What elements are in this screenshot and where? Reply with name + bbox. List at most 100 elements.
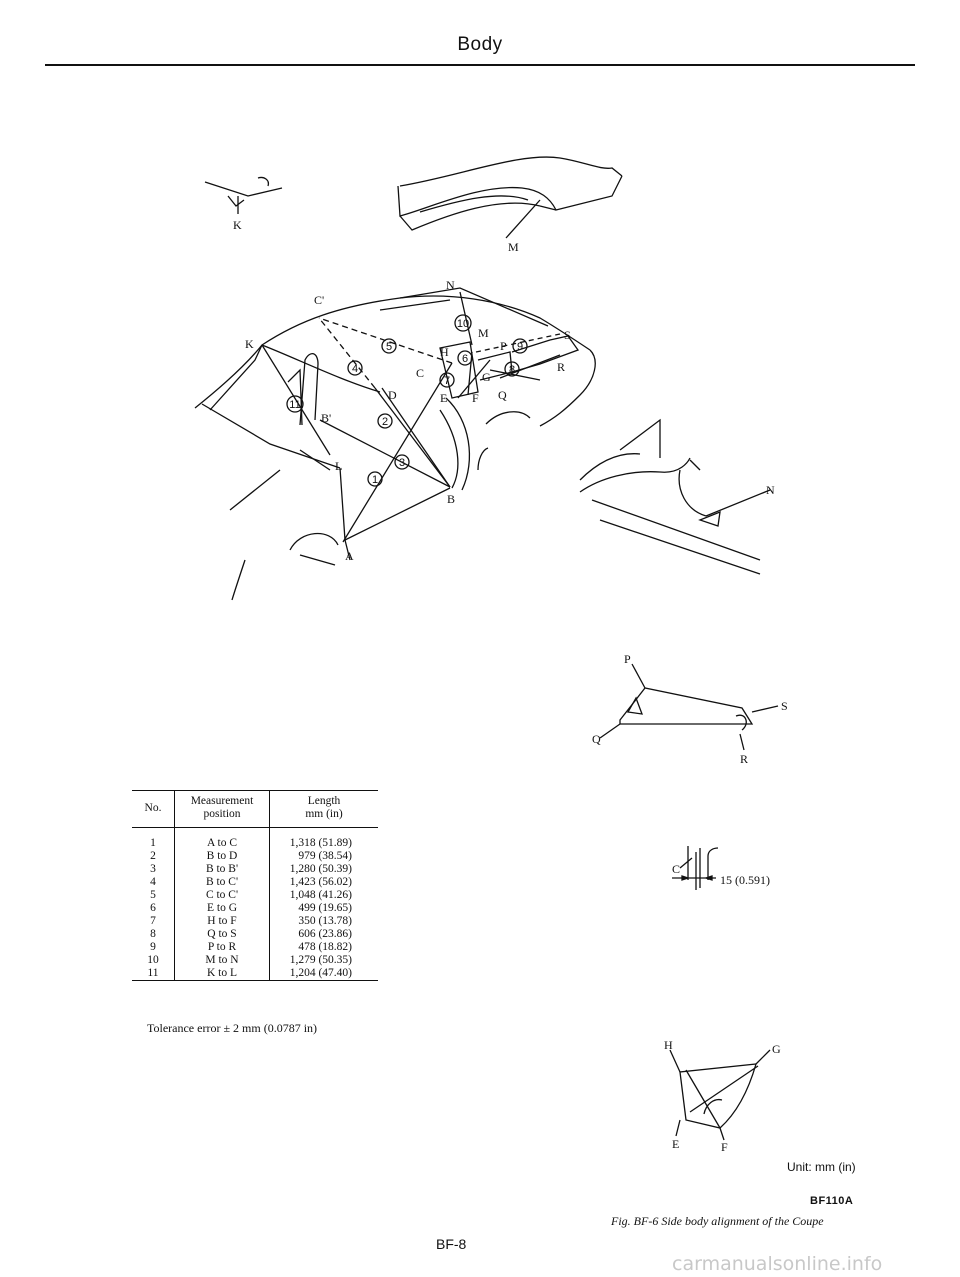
label-c-prime: C': [314, 293, 324, 307]
figure-code: BF110A: [810, 1195, 854, 1207]
circled-number-3: 3: [394, 454, 410, 470]
cell-position: E to G: [174, 902, 270, 915]
svg-text:11: 11: [289, 399, 300, 411]
label-k-detail: K: [233, 218, 242, 232]
cell-length: 1,423 (56.02): [289, 876, 352, 888]
cell-length: 979 (38.54): [298, 850, 352, 862]
label-c-detail: C: [672, 862, 680, 876]
circled-number-8: 8: [504, 361, 520, 377]
cell-no: 1: [150, 837, 156, 849]
header-length: Length mm (in): [269, 790, 378, 828]
header-no: No.: [132, 790, 175, 828]
label-a: A: [345, 549, 354, 563]
circled-number-2: 2: [377, 413, 393, 429]
circled-number-6: 6: [457, 350, 473, 366]
detail-pqrs: P Q S R: [592, 652, 788, 766]
header-position-line1: Measurement: [190, 795, 254, 807]
svg-text:7: 7: [444, 375, 450, 387]
label-s: S: [564, 328, 571, 342]
table-row: 7 H to F 350 (13.78): [132, 915, 378, 928]
detail-c-offset: C 15 (0.591): [672, 846, 770, 890]
cell-position: P to R: [174, 941, 270, 954]
cell-position: A to C: [174, 827, 270, 850]
svg-text:3: 3: [399, 457, 405, 469]
svg-text:2: 2: [382, 416, 388, 428]
label-n: N: [446, 278, 455, 292]
cell-no: 2: [150, 850, 156, 862]
figure-caption: Fig. BF-6 Side body alignment of the Cou…: [611, 1214, 824, 1228]
label-n-detail: N: [766, 483, 775, 497]
cell-position: H to F: [174, 915, 270, 928]
measurement-lines: [261, 291, 561, 543]
table-row: 2 B to D 979 (38.54): [132, 850, 378, 863]
cell-length: 1,280 (50.39): [289, 863, 352, 875]
car-body-outline: [194, 287, 596, 601]
cell-no: 7: [150, 915, 156, 927]
label-m: M: [478, 326, 489, 340]
label-l: L: [335, 459, 342, 473]
label-h-detail: H: [664, 1038, 673, 1052]
cell-no: 11: [132, 967, 175, 981]
cell-length: 606 (23.86): [298, 928, 352, 940]
table-row: 4 B to C' 1,423 (56.02): [132, 876, 378, 889]
label-p: P: [500, 339, 507, 353]
svg-text:5: 5: [386, 341, 392, 353]
table-header-row: No. Measurement position Length mm (in): [132, 790, 378, 828]
cell-position: B to C': [174, 876, 270, 889]
cell-no: 9: [150, 941, 156, 953]
circled-number-4: 4: [347, 360, 363, 376]
point-labels: N C' K M H P S R G Q F E D C B' L B A: [245, 278, 571, 563]
circled-number-1: 1: [367, 471, 383, 487]
cell-position: B to D: [174, 850, 270, 863]
label-d: D: [388, 388, 397, 402]
circled-number-10: 10: [454, 314, 472, 332]
watermark: carmanualsonline.info: [672, 1253, 883, 1275]
svg-text:4: 4: [352, 363, 358, 375]
svg-text:8: 8: [509, 364, 515, 376]
label-b: B: [447, 492, 455, 506]
cell-length: 1,279 (50.35): [289, 954, 352, 966]
circled-number-11: 11: [286, 395, 304, 413]
detail-n: N: [579, 418, 775, 575]
label-q-detail: Q: [592, 732, 601, 746]
offset-dimension: 15 (0.591): [720, 873, 770, 887]
label-f: F: [472, 391, 479, 405]
page-header-title: Body: [457, 34, 503, 55]
circled-number-9: 9: [512, 338, 528, 354]
tolerance-note: Tolerance error ± 2 mm (0.0787 in): [147, 1021, 318, 1035]
label-k: K: [245, 337, 254, 351]
header-length-line2: mm (in): [305, 808, 343, 820]
svg-text:1: 1: [372, 474, 378, 486]
header-position-line2: position: [203, 808, 241, 820]
cell-no: 8: [150, 928, 156, 940]
svg-text:10: 10: [457, 318, 469, 330]
label-r: R: [557, 360, 565, 374]
detail-hgef: H G E F: [664, 1038, 781, 1154]
label-m-detail: M: [508, 240, 519, 254]
detail-m: M: [397, 156, 623, 254]
label-h: H: [440, 345, 449, 359]
cell-position: B to B': [174, 863, 270, 876]
circled-numbers: 1 2 3 4 5 6 7 8 9 10 11: [286, 314, 528, 487]
cell-no: 5: [150, 889, 156, 901]
cell-length: 1,204 (47.40): [269, 967, 378, 981]
unit-note: Unit: mm (in): [787, 1160, 856, 1174]
header-position: Measurement position: [174, 790, 270, 828]
label-s-detail: S: [781, 699, 788, 713]
detail-k: K: [204, 176, 283, 232]
cell-length: 499 (19.65): [298, 902, 352, 914]
cell-no: 4: [150, 876, 156, 888]
header-length-line1: Length: [307, 795, 341, 807]
cell-no: 10: [147, 954, 159, 966]
cell-length: 1,318 (51.89): [289, 837, 352, 849]
table-row: 1 A to C 1,318 (51.89): [132, 827, 378, 850]
cell-length: 350 (13.78): [298, 915, 352, 927]
header-rule: [45, 64, 915, 66]
page-number: BF-8: [436, 1236, 467, 1252]
